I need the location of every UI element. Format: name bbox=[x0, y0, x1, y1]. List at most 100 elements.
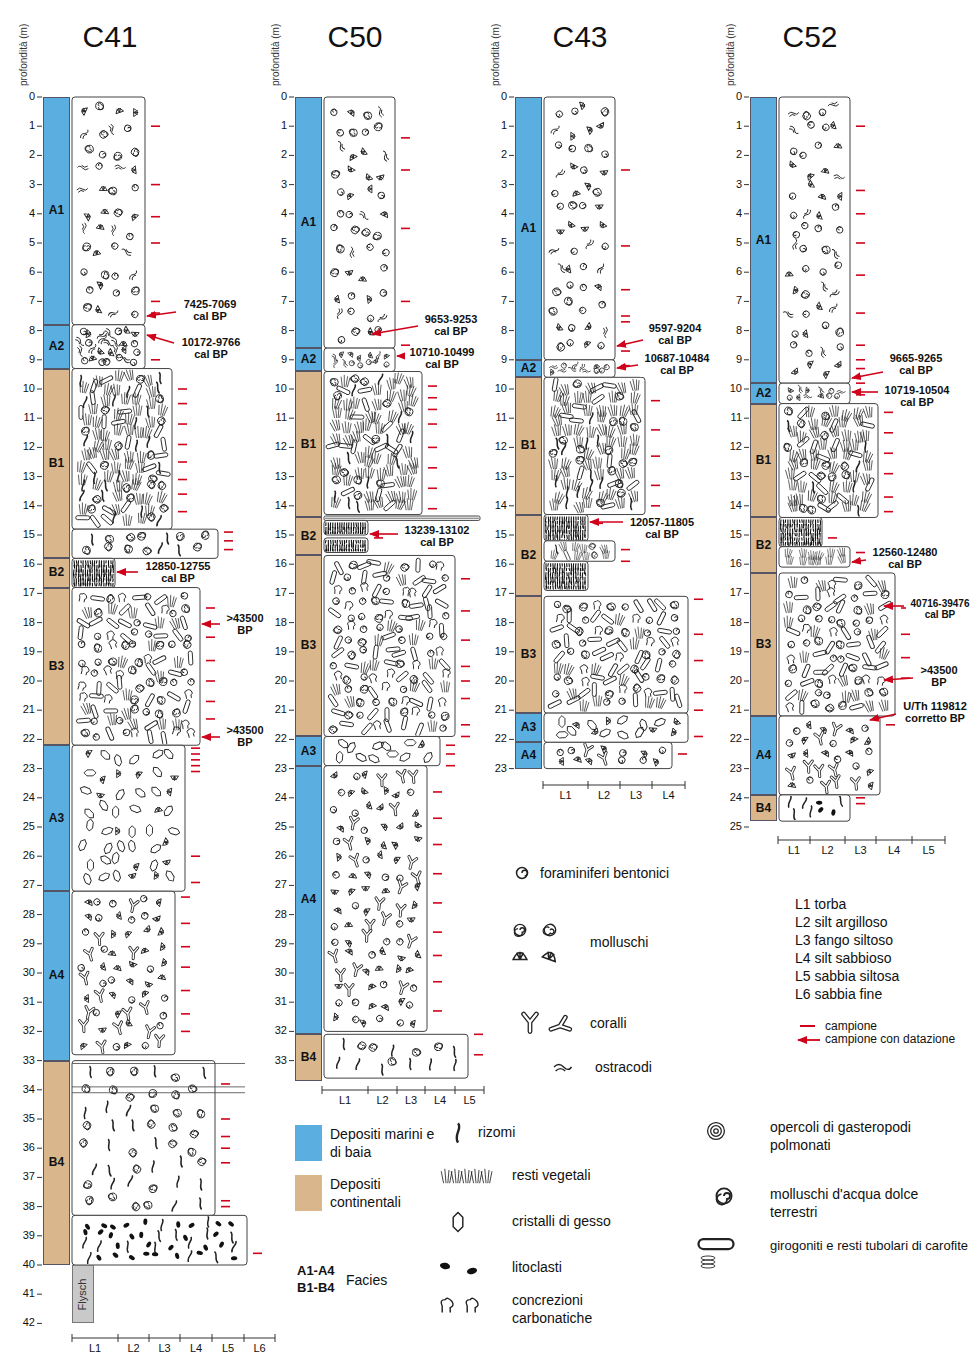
shell-symbol-part bbox=[162, 958, 168, 967]
shell-symbol-part bbox=[366, 328, 374, 337]
snail-symbol-part bbox=[361, 227, 372, 238]
lito-symbol-part bbox=[128, 1254, 136, 1261]
sample-mark bbox=[178, 388, 187, 390]
rhiz-symbol bbox=[146, 406, 151, 418]
foram-symbol-part bbox=[171, 610, 175, 614]
peat-stroke bbox=[78, 583, 80, 587]
tube-symbol bbox=[188, 651, 193, 665]
gyp-symbol-part bbox=[151, 748, 164, 760]
rhiz-symbol-part bbox=[179, 1156, 183, 1168]
gyp-symbol-part bbox=[129, 804, 142, 814]
snail-symbol bbox=[331, 475, 341, 485]
shell-symbol-part bbox=[128, 961, 137, 968]
shell-symbol bbox=[158, 974, 167, 980]
ostracod-symbol-part bbox=[350, 247, 354, 258]
shell-symbol bbox=[359, 276, 367, 281]
tube-symbol bbox=[422, 584, 433, 598]
lito-symbol bbox=[83, 1228, 88, 1235]
foram-symbol-part bbox=[366, 314, 375, 323]
lithology-axis-tick bbox=[212, 1334, 213, 1342]
peat-stroke bbox=[360, 549, 361, 552]
grass-symbol bbox=[100, 447, 111, 460]
peat-stroke bbox=[330, 549, 332, 552]
rhiz-symbol bbox=[83, 396, 87, 408]
foram-symbol bbox=[132, 348, 141, 357]
peat-stroke bbox=[80, 565, 82, 572]
grass-symbol-part bbox=[107, 602, 118, 615]
shell-symbol bbox=[86, 330, 92, 339]
foram-symbol-part bbox=[382, 250, 386, 254]
foram-symbol-part bbox=[86, 286, 94, 294]
grass-symbol-part bbox=[173, 718, 182, 730]
snail-symbol-part bbox=[352, 326, 361, 335]
snail-symbol bbox=[372, 435, 381, 444]
snail-symbol-part bbox=[148, 481, 157, 490]
ostracod-symbol-part bbox=[341, 358, 348, 367]
snail-symbol-part bbox=[131, 287, 139, 295]
grass-symbol-part bbox=[407, 488, 417, 501]
grass-symbol bbox=[329, 418, 341, 432]
shell-symbol bbox=[366, 328, 374, 337]
foram-symbol-part bbox=[383, 291, 387, 295]
shell-symbol bbox=[162, 958, 168, 967]
grass-symbol-part bbox=[80, 701, 92, 715]
snail-symbol-part bbox=[82, 302, 92, 312]
grass-symbol-part bbox=[396, 573, 408, 587]
rhiz-symbol-part bbox=[147, 436, 150, 448]
shell-symbol bbox=[128, 873, 137, 879]
snail-symbol-part bbox=[108, 1192, 117, 1201]
peat-stroke bbox=[94, 565, 95, 570]
foram-symbol-part bbox=[133, 340, 137, 344]
ostracod-symbol-part bbox=[359, 211, 370, 221]
peat-stroke bbox=[110, 578, 112, 581]
depth-tick bbox=[37, 943, 42, 944]
grass-symbol bbox=[402, 445, 413, 458]
lito-symbol bbox=[167, 1244, 174, 1251]
foram-symbol-part bbox=[91, 718, 98, 725]
foram-symbol bbox=[115, 716, 124, 725]
peat-stroke bbox=[91, 569, 93, 572]
tube-symbol bbox=[326, 442, 341, 450]
snail-symbol-part bbox=[130, 705, 139, 714]
peat-stroke bbox=[108, 583, 109, 587]
sample-mark bbox=[178, 444, 187, 446]
peat-stroke bbox=[73, 565, 75, 569]
snail-symbol-part bbox=[350, 373, 361, 384]
peat-stroke bbox=[335, 544, 336, 548]
grass-symbol bbox=[384, 464, 395, 477]
ostracod-symbol bbox=[350, 247, 354, 258]
tube-symbol-part bbox=[147, 729, 153, 743]
peat-stroke bbox=[110, 574, 111, 578]
grass-symbol bbox=[107, 602, 118, 615]
lito-symbol-part bbox=[123, 1222, 131, 1229]
coral-symbol-part bbox=[114, 1022, 124, 1035]
sample-mark bbox=[191, 765, 200, 767]
grass-symbol bbox=[78, 380, 89, 393]
grass-symbol-part bbox=[141, 492, 153, 506]
peat-stroke bbox=[339, 549, 341, 552]
snail-symbol-part bbox=[83, 1179, 93, 1189]
peat-stroke bbox=[96, 578, 97, 582]
snail-symbol-part bbox=[142, 546, 153, 557]
gyp-symbol bbox=[151, 765, 163, 778]
lithology-fill bbox=[76, 370, 171, 529]
coral-symbol-part bbox=[97, 1041, 107, 1053]
shell-symbol bbox=[376, 175, 385, 181]
foram-symbol-part bbox=[343, 573, 352, 582]
shell-symbol bbox=[115, 912, 121, 921]
coral-symbol bbox=[95, 933, 104, 944]
peat-stroke bbox=[112, 578, 113, 582]
foram-symbol-part bbox=[96, 662, 99, 665]
snail-symbol-part bbox=[330, 169, 340, 179]
snail-symbol-part bbox=[148, 679, 155, 687]
conc-symbol bbox=[347, 621, 355, 630]
foram-symbol-part bbox=[99, 151, 107, 159]
tube-symbol-part bbox=[154, 452, 168, 458]
snail-symbol-part bbox=[107, 187, 115, 196]
gyp-symbol-part bbox=[150, 785, 163, 798]
ostracod-symbol-part bbox=[108, 124, 115, 136]
snail-symbol-part bbox=[352, 225, 361, 234]
peat-stroke bbox=[113, 565, 114, 570]
foram-symbol-part bbox=[101, 948, 104, 951]
tube-symbol bbox=[328, 607, 342, 618]
